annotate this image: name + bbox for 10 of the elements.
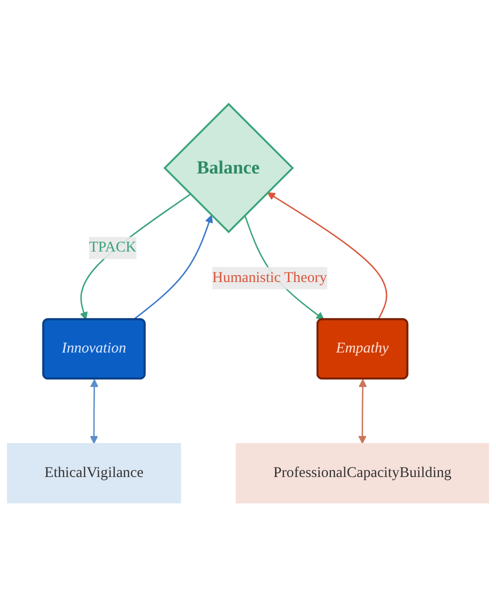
node-diamond: Balance: [163, 102, 294, 234]
arrow: [133, 214, 213, 320]
arrow: [80, 194, 191, 320]
edge-label: Humanistic Theory: [212, 270, 327, 286]
node-box: EthicalVigilance: [6, 443, 181, 504]
arrow: [358, 379, 367, 444]
node-box: ProfessionalCapacityBuilding: [236, 443, 490, 504]
arrow: [90, 379, 98, 444]
edge-label: TPACK: [89, 240, 136, 256]
arrow: [267, 192, 388, 320]
